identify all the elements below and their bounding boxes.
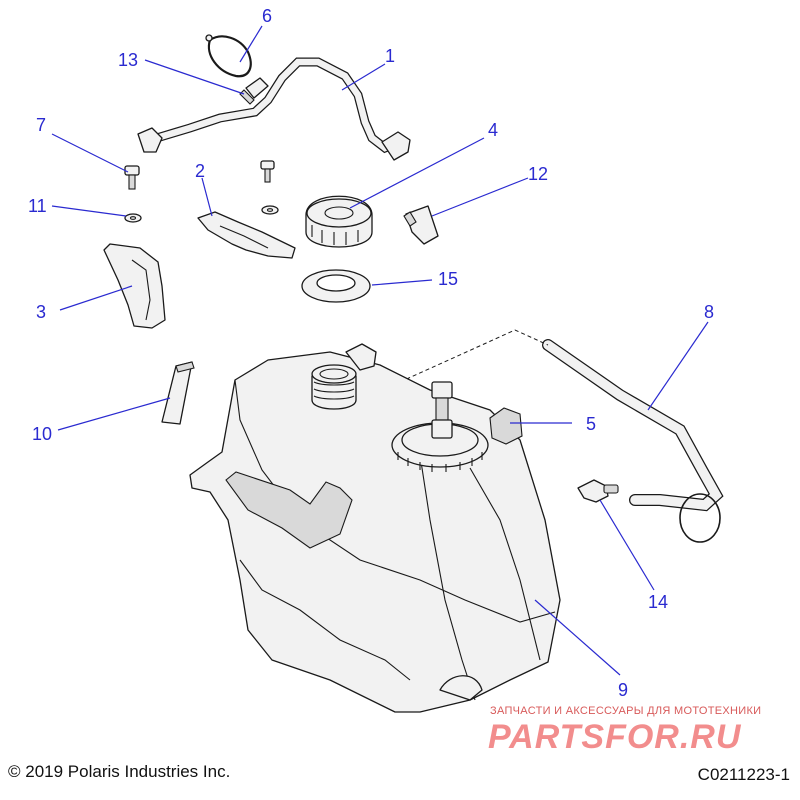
callout-12: 12 — [528, 164, 548, 184]
part-fitting — [577, 479, 619, 503]
callout-7: 7 — [36, 115, 46, 135]
callout-3: 3 — [36, 302, 46, 322]
leader-8 — [647, 321, 709, 411]
part-bracket-3 — [103, 243, 166, 329]
part-pad — [161, 361, 195, 425]
part-bolt-7 — [124, 165, 140, 190]
callout-8: 8 — [704, 302, 714, 322]
watermark-tagline: ЗАПЧАСТИ И АКСЕССУАРЫ ДЛЯ МОТОТЕХНИКИ — [490, 705, 762, 717]
leader-9 — [534, 599, 621, 676]
leader-3 — [59, 285, 133, 311]
callout-11: 11 — [28, 196, 47, 216]
routing-dashed-line — [399, 329, 549, 383]
callout-6: 6 — [262, 6, 272, 26]
leader-13 — [144, 59, 245, 95]
leader-11 — [51, 205, 127, 217]
callout-5: 5 — [586, 414, 596, 434]
leader-15 — [371, 279, 433, 286]
part-fuel-line — [137, 57, 411, 161]
callout-1: 1 — [385, 46, 395, 66]
part-gasket-ring — [301, 269, 371, 303]
callout-2: 2 — [195, 161, 205, 181]
part-washer — [124, 205, 279, 223]
leader-6 — [239, 25, 263, 63]
part-filler-cap — [305, 195, 373, 248]
watermark-logo: PARTSFOR.RU — [488, 718, 742, 756]
part-bracket-2 — [197, 211, 296, 259]
part-fuel-tank — [189, 343, 561, 713]
callout-9: 9 — [618, 680, 628, 700]
callout-labels: 1 2 3 4 5 6 7 8 9 10 11 12 13 14 15 — [28, 6, 714, 700]
drawing-number: C0211223-1 — [697, 765, 790, 784]
leader-4 — [349, 137, 485, 209]
callout-15: 15 — [438, 269, 458, 289]
leader-14 — [599, 499, 655, 591]
part-clamp — [205, 34, 252, 78]
leader-10 — [57, 397, 171, 431]
callout-14: 14 — [648, 592, 668, 612]
callout-4: 4 — [488, 120, 498, 140]
part-bolt-2 — [260, 160, 275, 183]
leader-1 — [341, 63, 386, 91]
part-vent-hose — [542, 339, 724, 543]
copyright-notice: © 2019 Polaris Industries Inc. — [8, 762, 231, 781]
leader-2 — [201, 177, 213, 217]
callout-13: 13 — [118, 50, 138, 70]
leader-12 — [431, 177, 529, 217]
leader-7 — [51, 133, 129, 173]
leader-lines — [51, 25, 709, 676]
callout-10: 10 — [32, 424, 52, 444]
part-clip — [403, 205, 439, 245]
